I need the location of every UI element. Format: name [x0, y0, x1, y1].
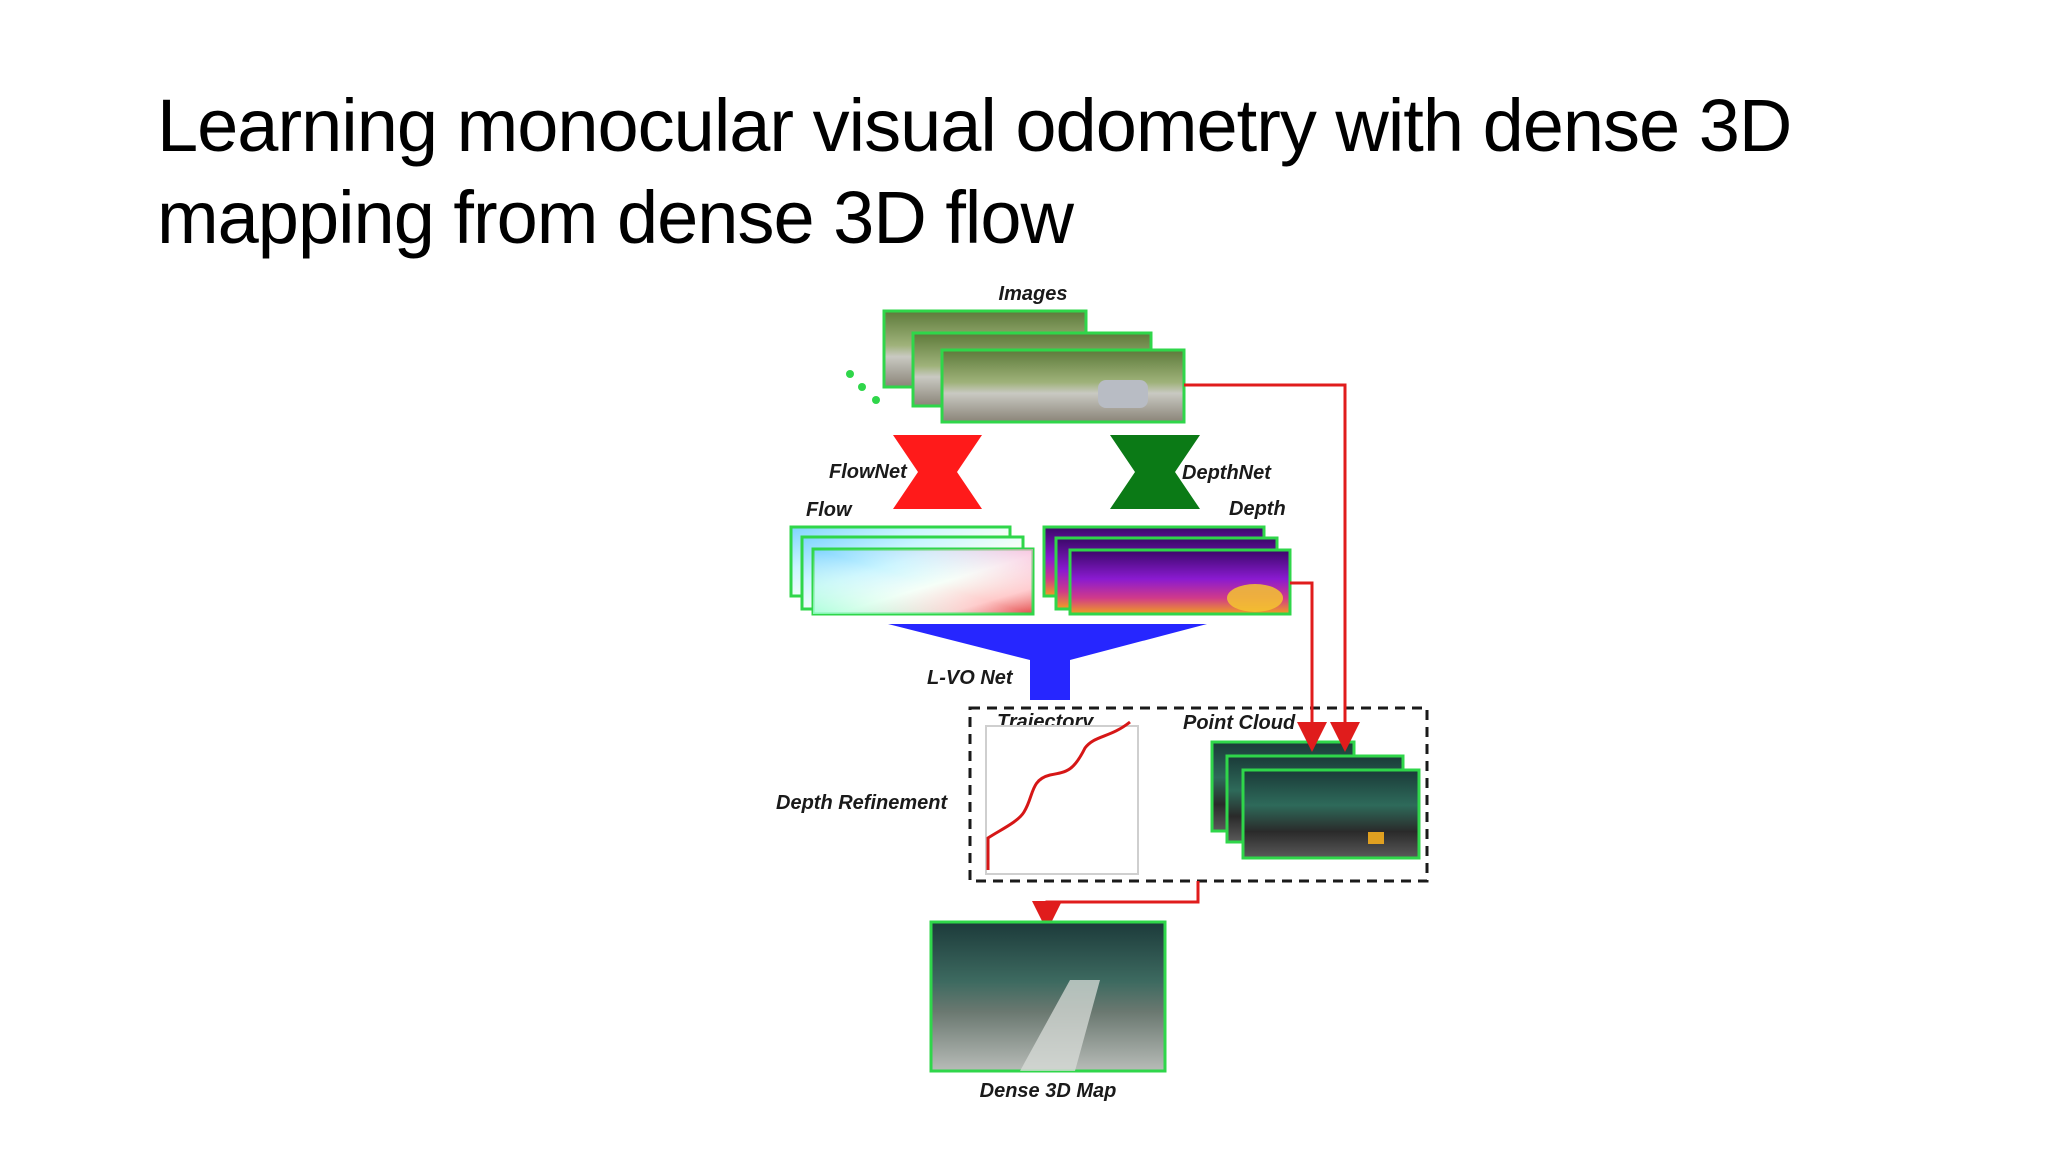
car-shape	[1098, 380, 1148, 408]
cloud-frame-3	[1241, 768, 1421, 860]
cloud-car	[1368, 832, 1384, 844]
title-line-1: Learning monocular visual odometry with …	[157, 84, 1792, 167]
lvo-net-shape	[888, 624, 1207, 700]
depth-stack	[1042, 525, 1292, 616]
arrow-depth-to-cloud	[1290, 581, 1327, 752]
point-cloud-label: Point Cloud	[1183, 712, 1296, 734]
depth-label: Depth	[1229, 498, 1286, 520]
flownet-shape	[893, 435, 982, 509]
depth-refinement-label: Depth Refinement	[776, 792, 948, 814]
dense-map-road	[1020, 980, 1100, 1071]
ellipsis-dot	[858, 383, 866, 391]
trajectory-line	[986, 720, 1131, 870]
flow-label: Flow	[806, 499, 853, 521]
dense-map-label: Dense 3D Map	[980, 1080, 1117, 1102]
depth-highlight	[1227, 584, 1283, 612]
flow-frame-overlay	[813, 549, 1033, 614]
point-cloud-stack	[1210, 740, 1421, 860]
arrow-images-to-cloud	[1184, 383, 1360, 752]
ellipsis-dot	[872, 396, 880, 404]
images-label: Images	[999, 283, 1068, 305]
trajectory-plot	[985, 725, 1139, 875]
depthnet-shape	[1110, 435, 1200, 509]
flownet-label: FlowNet	[829, 461, 908, 483]
title-line-2: mapping from dense 3D flow	[157, 176, 1074, 259]
flow-stack	[789, 525, 1035, 616]
image-stack	[846, 309, 1186, 424]
arrow-to-dense-map	[1032, 881, 1200, 931]
depthnet-label: DepthNet	[1182, 462, 1272, 484]
slide-title: Learning monocular visual odometry with …	[157, 80, 1957, 264]
lvo-net-label: L-VO Net	[927, 667, 1014, 689]
ellipsis-dot	[846, 370, 854, 378]
